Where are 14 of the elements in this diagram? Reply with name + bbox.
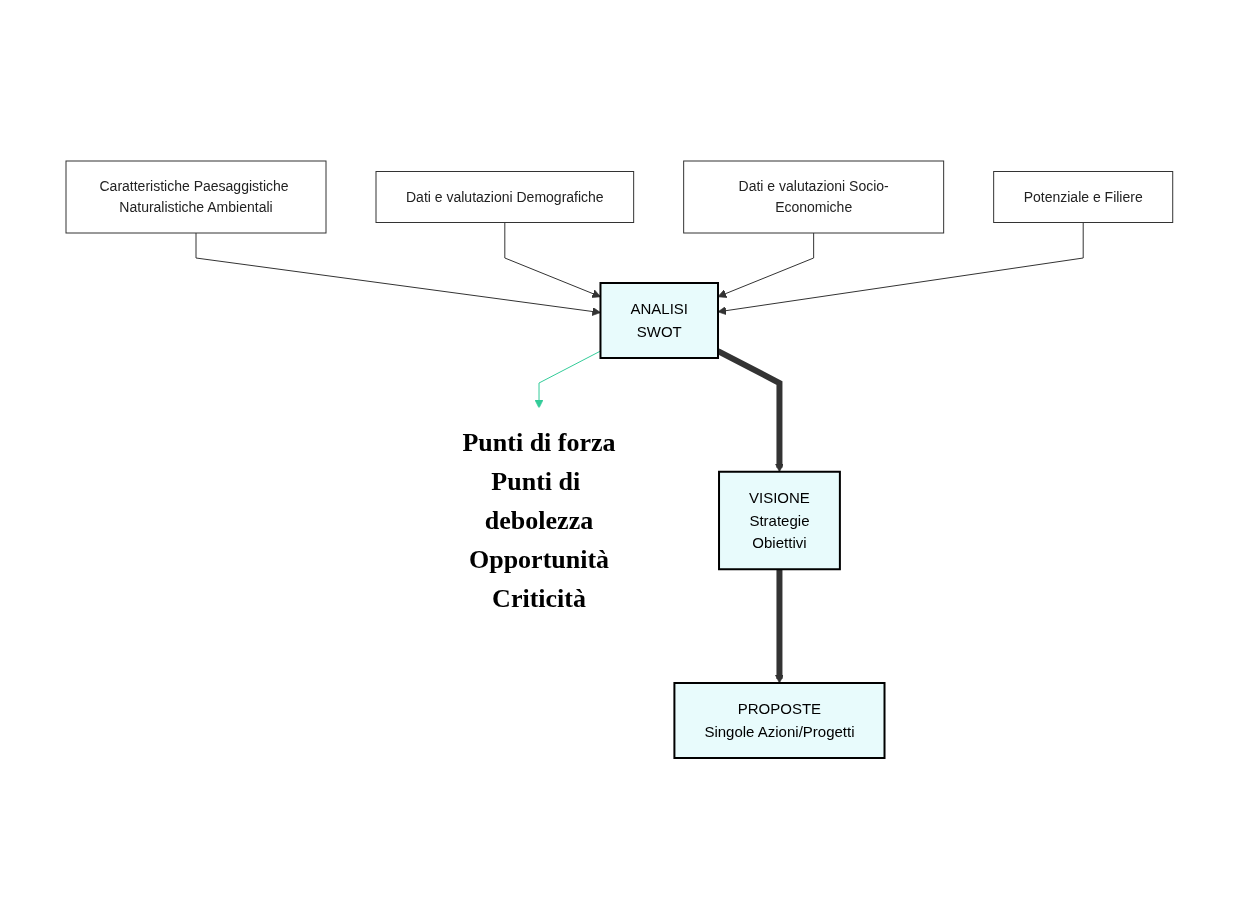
node-box: ANALISI SWOT: [599, 282, 719, 359]
arrow: [534, 350, 601, 409]
arrow: [774, 569, 784, 684]
node-box: PROPOSTE Singole Azioni/Progetti: [673, 682, 886, 759]
arrow: [503, 222, 601, 298]
node-box: VISIONE Strategie Obiettivi: [717, 470, 841, 571]
node-box: Dati e valutazioni Demografiche: [375, 171, 634, 223]
node-box: Potenziale e Filiere: [992, 171, 1173, 223]
node-box: Dati e valutazioni Socio-Economiche: [682, 160, 944, 234]
arrow: [195, 232, 601, 316]
node-text: Punti di forza Punti di debolezza Opportunità Criticità: [462, 428, 616, 613]
node-box: Caratteristiche Paesaggistiche Naturalistiche Ambientali: [65, 160, 327, 234]
arrow: [717, 232, 814, 298]
arrow: [717, 222, 1084, 316]
